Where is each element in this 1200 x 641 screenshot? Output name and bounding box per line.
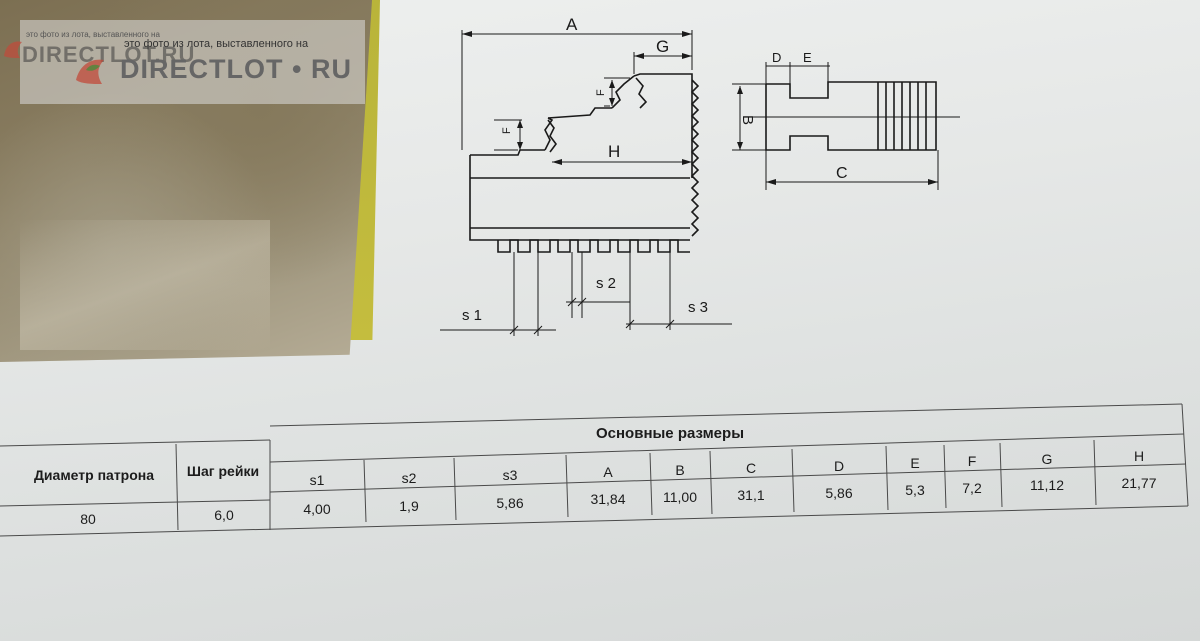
table-cell-chuck-diameter: 80	[80, 511, 96, 527]
dim-label-e: E	[803, 50, 812, 65]
dim-label-a: A	[566, 15, 578, 34]
table-header-d: D	[833, 458, 845, 474]
table-header-s3: s3	[502, 467, 518, 483]
table-header-g: G	[1041, 451, 1053, 467]
watermark-brand: DIRECTLOT • RU	[120, 54, 352, 85]
dim-label-s2: s 2	[596, 275, 616, 292]
table-header-c: C	[745, 460, 757, 476]
watermark-brand-dot: •	[292, 54, 303, 84]
table-cell-g: 11,12	[1030, 477, 1064, 493]
table-header-s2: s2	[401, 470, 417, 486]
watermark: это фото из лота, выставленного на DIREC…	[4, 20, 365, 104]
table-cell-d: 5,86	[825, 485, 853, 501]
table-cell-s3: 5,86	[496, 495, 524, 511]
table-header-e: E	[910, 455, 920, 471]
table-cell-c: 31,1	[737, 487, 765, 503]
table-header-f: F	[967, 453, 977, 469]
dim-label-d: D	[772, 50, 781, 65]
table-cell-s2: 1,9	[399, 498, 419, 514]
watermark-caption-small: это фото из лота, выставленного на	[26, 30, 160, 39]
dim-label-g: G	[656, 37, 669, 56]
table-cell-e: 5,3	[905, 482, 925, 498]
table-header-chuck-diameter: Диаметр патрона	[33, 467, 155, 483]
table-cell-a: 31,84	[590, 491, 626, 507]
photo-glare	[20, 220, 270, 350]
watermark-brand-suffix: RU	[310, 54, 352, 84]
technical-drawing: A G H F F D E B C s 1 s 2 s 3	[440, 15, 960, 336]
dim-label-c: C	[836, 165, 848, 182]
table-cell-f: 7,2	[962, 480, 982, 496]
table-cell-s1: 4,00	[303, 501, 331, 517]
watermark-brand-name: DIRECTLOT	[120, 54, 284, 84]
watermark-bird-icon	[76, 59, 104, 84]
watermark-brand-small: DIRECTLOT.RU	[22, 42, 196, 67]
dim-label-b: B	[739, 115, 756, 125]
table-cell-b: 11,00	[663, 489, 697, 505]
table-header-h: H	[1133, 448, 1145, 464]
table-header-rack-pitch: Шаг рейки	[186, 463, 260, 479]
watermark-caption: это фото из лота, выставленного на	[124, 38, 309, 50]
table-cell-h: 21,77	[1121, 475, 1157, 491]
dim-label-h: H	[608, 142, 620, 161]
table-header-s1: s1	[309, 472, 325, 488]
table-group-header: Основные размеры	[595, 424, 744, 442]
table-header-b: B	[675, 462, 685, 478]
dim-label-s1: s 1	[462, 307, 482, 324]
dim-label-f-top: F	[595, 89, 607, 96]
table-cell-rack-pitch: 6,0	[214, 507, 234, 523]
dim-label-f-left: F	[501, 127, 513, 134]
watermark-logo-icon	[4, 41, 22, 58]
dim-label-s3: s 3	[688, 299, 708, 316]
table-header-a: A	[603, 464, 613, 480]
